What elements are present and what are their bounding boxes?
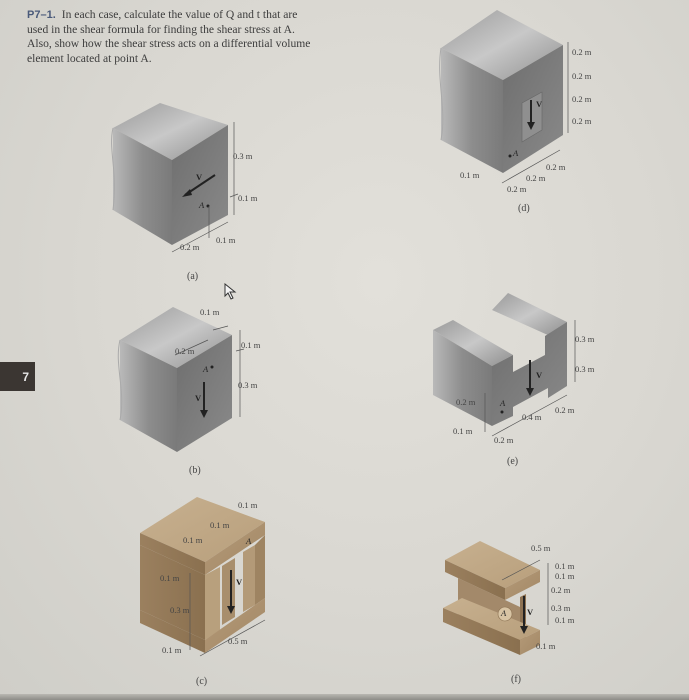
caption-e: (e) — [507, 456, 519, 467]
dim-f-h5: 0.1 m — [555, 615, 575, 625]
problem-line-1: In each case, calculate the value of Q a… — [61, 8, 298, 21]
problem-number: P7–1. — [27, 9, 56, 21]
point-label-a: A — [199, 200, 205, 210]
problem-line-2: used in the shear formula for finding th… — [27, 22, 295, 36]
dim-c-base-width: 0.5 m — [228, 636, 248, 646]
shear-label-d: V — [536, 99, 543, 109]
caption-c: (c) — [196, 676, 208, 687]
mouse-cursor-icon — [224, 283, 237, 300]
dim-d-left-offset: 0.1 m — [460, 170, 480, 180]
dim-c-side-mid: 0.3 m — [170, 605, 190, 615]
dim-c-top-left: 0.1 m — [183, 535, 203, 545]
dim-f-h1: 0.1 m — [555, 561, 575, 571]
caption-b: (b) — [189, 465, 201, 476]
dim-f-h3: 0.2 m — [551, 585, 571, 595]
dim-e-left-h: 0.2 m — [456, 397, 476, 407]
point-label-b: A — [203, 364, 209, 374]
dim-a-width-right: 0.1 m — [216, 235, 236, 245]
dim-f-web-thickness: 0.1 m — [536, 641, 556, 651]
point-label-c: A — [246, 536, 252, 546]
caption-f: (f) — [511, 674, 521, 685]
dim-b-height-lower: 0.3 m — [238, 380, 258, 390]
chapter-tab: 7 — [0, 362, 35, 391]
dim-c-top-right: 0.1 m — [238, 500, 258, 510]
dim-e-h-lower: 0.3 m — [575, 364, 595, 374]
page-bottom-edge — [0, 694, 689, 700]
point-label-e: A — [500, 398, 506, 408]
dim-e-h-upper: 0.3 m — [575, 334, 595, 344]
dim-e-left-bottom: 0.1 m — [453, 426, 473, 436]
shear-label-e: V — [536, 370, 543, 380]
dim-c-side-top: 0.1 m — [160, 573, 180, 583]
dim-d-w2: 0.2 m — [526, 173, 546, 183]
dim-a-width-left: 0.2 m — [180, 242, 200, 252]
dim-b-height-upper: 0.1 m — [241, 340, 261, 350]
dim-d-w1: 0.2 m — [507, 184, 527, 194]
dim-e-w-left: 0.2 m — [494, 435, 514, 445]
shear-label-b: V — [195, 393, 202, 403]
dim-d-h4: 0.2 m — [572, 116, 592, 126]
point-label-f: A — [501, 608, 507, 618]
dim-c-top-mid: 0.1 m — [210, 520, 230, 530]
caption-d: (d) — [518, 203, 530, 214]
shear-label-c: V — [236, 577, 243, 587]
point-label-d: A — [513, 148, 519, 158]
dim-f-flange-width: 0.5 m — [531, 543, 551, 553]
dim-a-height-upper: 0.3 m — [233, 151, 253, 161]
dim-d-h3: 0.2 m — [572, 94, 592, 104]
shear-label-a: V — [196, 172, 203, 182]
problem-line-4: element located at point A. — [27, 51, 152, 65]
caption-a: (a) — [187, 271, 199, 282]
dim-e-w-right: 0.2 m — [555, 405, 575, 415]
problem-line-3: Also, show how the shear stress acts on … — [27, 37, 311, 50]
dim-a-height-lower: 0.1 m — [238, 193, 258, 203]
dim-c-side-bottom: 0.1 m — [162, 645, 182, 655]
problem-statement: P7–1. In each case, calculate the value o… — [27, 8, 327, 66]
dim-d-h2: 0.2 m — [572, 71, 592, 81]
dim-b-top-depth: 0.1 m — [200, 307, 220, 317]
shear-label-f: V — [527, 607, 534, 617]
dim-f-h2: 0.1 m — [555, 571, 575, 581]
dim-f-h4: 0.3 m — [551, 603, 571, 613]
dim-d-h1: 0.2 m — [572, 47, 592, 57]
dim-e-w-mid: 0.4 m — [522, 412, 542, 422]
dim-b-top-width: 0.2 m — [175, 346, 195, 356]
dim-d-w3: 0.2 m — [546, 162, 566, 172]
